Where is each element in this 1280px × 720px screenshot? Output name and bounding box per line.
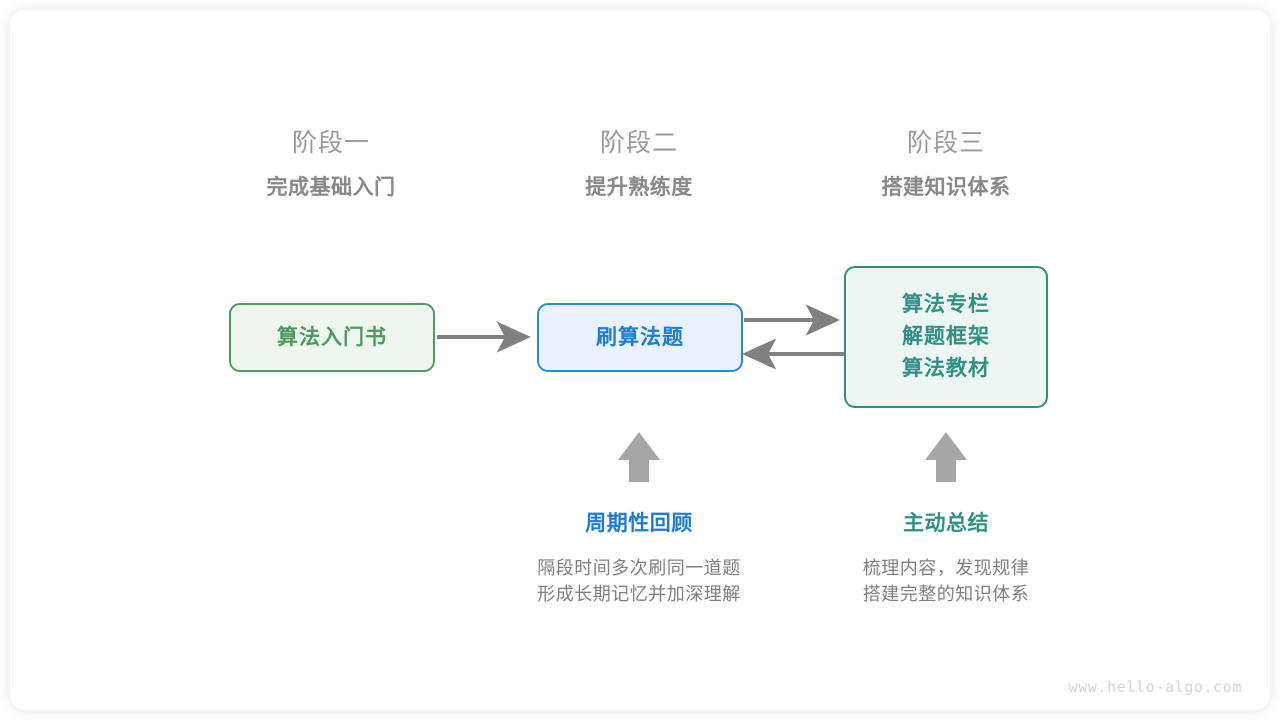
node-knowledge-sources[interactable]: 算法专栏 解题框架 算法教材	[844, 266, 1048, 408]
node-line: 算法专栏	[902, 293, 990, 316]
stage-number: 阶段三	[906, 129, 985, 157]
stage-title: 完成基础入门	[266, 176, 396, 199]
note-periodic-review: 周期性回顾 隔段时间多次刷同一道题 形成长期记忆并加深理解	[489, 510, 789, 607]
stage-column-2: 阶段二 提升熟练度	[509, 126, 769, 203]
note-title: 主动总结	[903, 512, 989, 535]
stage-column-3: 阶段三 搭建知识体系	[816, 126, 1076, 203]
note-title: 周期性回顾	[585, 512, 693, 535]
note-description: 隔段时间多次刷同一道题 形成长期记忆并加深理解	[489, 555, 789, 607]
note-description-line: 梳理内容，发现规律	[862, 558, 1030, 578]
node-line: 算法入门书	[277, 325, 387, 349]
note-description: 梳理内容，发现规律 搭建完整的知识体系	[796, 555, 1096, 607]
note-description-line: 隔段时间多次刷同一道题	[537, 558, 741, 578]
node-line: 刷算法题	[596, 325, 684, 349]
stage-title: 搭建知识体系	[881, 176, 1011, 199]
note-description-line: 搭建完整的知识体系	[862, 584, 1030, 604]
node-practice-problems[interactable]: 刷算法题	[537, 303, 743, 372]
stage-title: 提升熟练度	[585, 176, 693, 199]
stage-number: 阶段一	[291, 129, 370, 157]
node-intro-book[interactable]: 算法入门书	[229, 303, 435, 372]
node-line: 解题框架	[902, 325, 990, 348]
note-description-line: 形成长期记忆并加深理解	[537, 584, 741, 604]
stage-number: 阶段二	[599, 129, 678, 157]
note-active-summary: 主动总结 梳理内容，发现规律 搭建完整的知识体系	[796, 510, 1096, 607]
watermark-url: www.hello-algo.com	[1068, 678, 1242, 696]
node-line: 算法教材	[902, 357, 990, 380]
stage-column-1: 阶段一 完成基础入门	[201, 126, 461, 203]
